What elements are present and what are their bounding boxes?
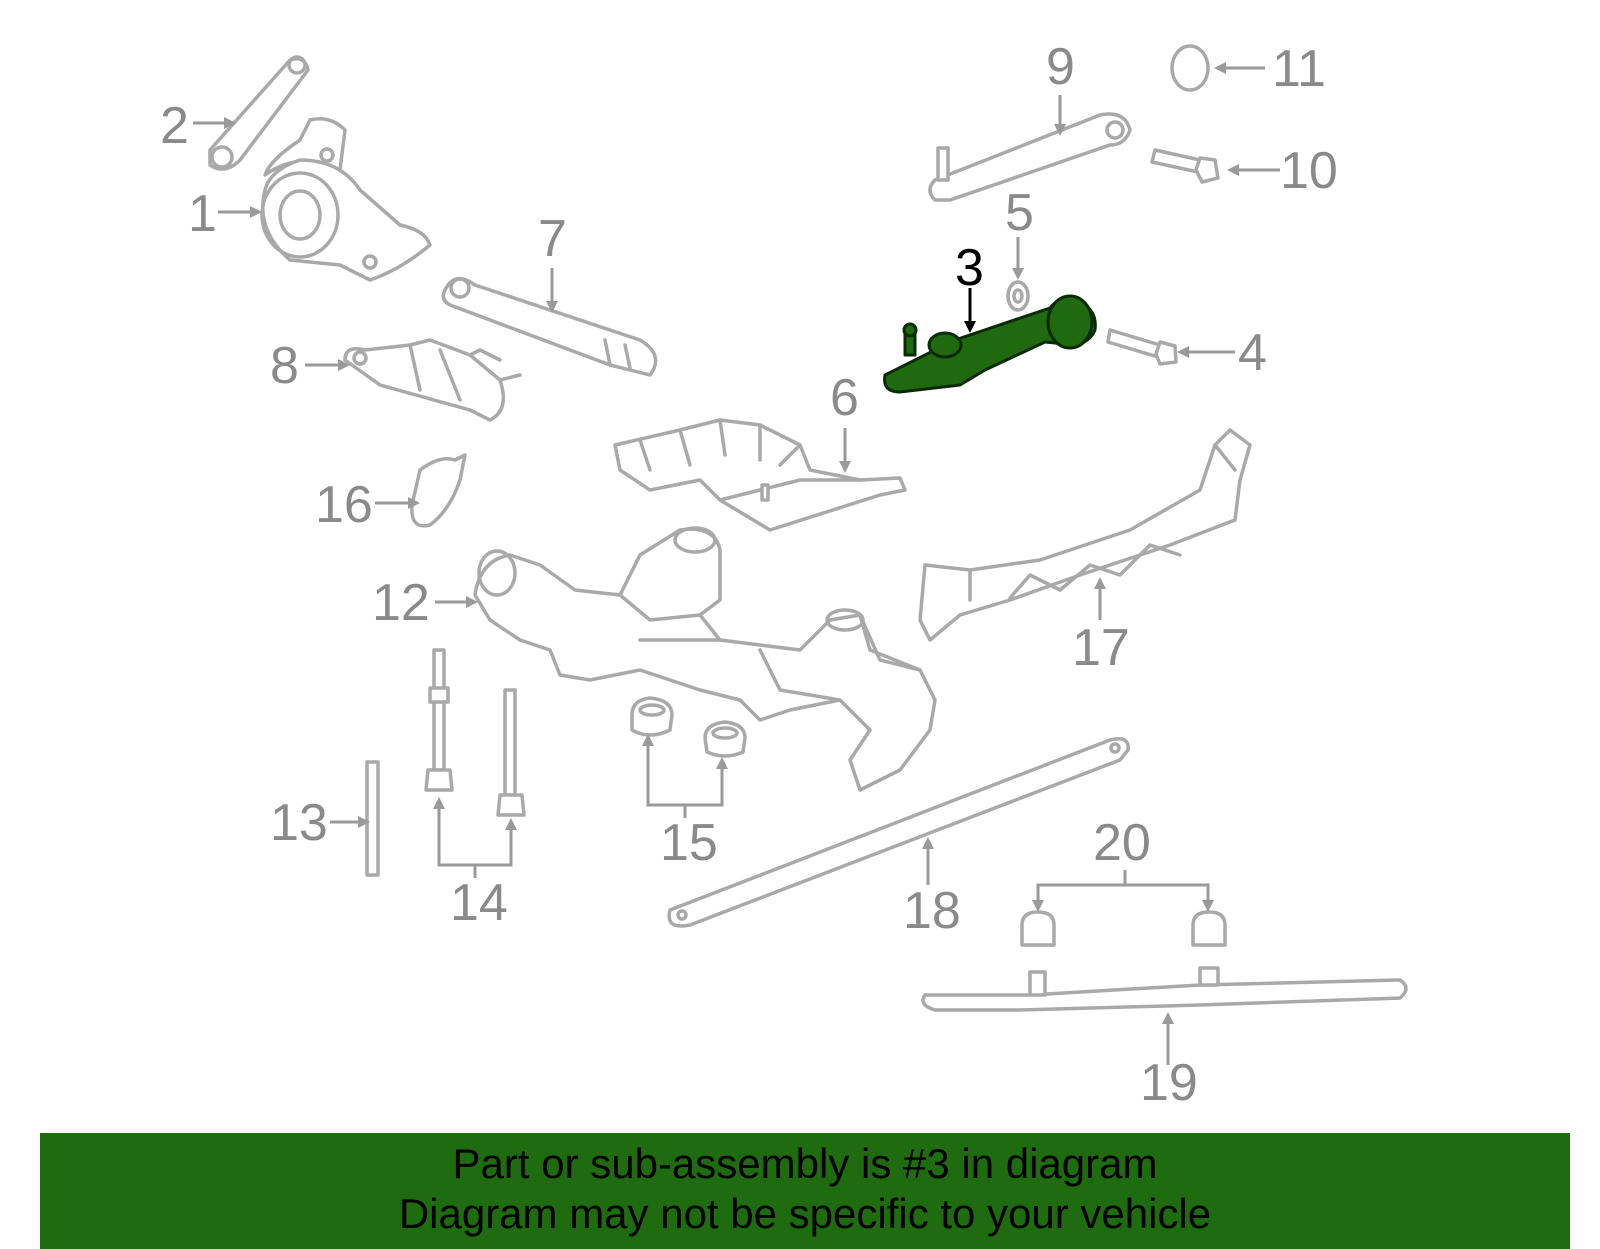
part-11-o-ring: [1170, 44, 1210, 92]
callout-10: 10: [1280, 142, 1338, 200]
callout-16: 16: [315, 476, 373, 534]
part-18-tie-bar: [667, 737, 1130, 928]
info-banner: Part or sub-assembly is #3 in diagram Di…: [40, 1133, 1570, 1249]
part-9-upper-control-arm: [928, 112, 1132, 202]
callout-labels: 1 2 3 4 5 6 7 8 9 10 11 12 13 14 15 16 1…: [160, 38, 1338, 1112]
callout-7: 7: [538, 210, 567, 268]
callout-18: 18: [903, 882, 961, 940]
part-15-mounts: [630, 696, 747, 758]
part-4-bolt: [1106, 328, 1178, 366]
callout-20: 20: [1093, 814, 1151, 872]
part-3-control-arm-highlighted: [883, 294, 1097, 394]
banner-line-2: Diagram may not be specific to your vehi…: [398, 1190, 1212, 1237]
part-17-crossmember: [918, 428, 1252, 642]
callout-17: 17: [1072, 619, 1130, 677]
part-19-lower-plate: [921, 966, 1408, 1012]
part-6-cover: [613, 418, 907, 532]
part-13-stud: [365, 760, 380, 877]
part-10-bolt: [1150, 148, 1220, 184]
callout-15: 15: [660, 814, 718, 872]
part-16-small-bracket: [410, 453, 467, 528]
part-5-washer: [1006, 280, 1030, 312]
callout-13: 13: [270, 794, 328, 852]
callout-12: 12: [372, 574, 430, 632]
callout-9: 9: [1046, 38, 1075, 96]
part-12-subframe: [473, 526, 937, 792]
callout-11: 11: [1272, 40, 1326, 98]
callout-4: 4: [1238, 324, 1267, 382]
part-2-upper-link: [208, 55, 310, 171]
part-14-long-bolts: [424, 648, 526, 817]
callout-2: 2: [160, 97, 189, 155]
callout-arrows: [193, 62, 1280, 1065]
callout-3-highlighted: 3: [955, 239, 984, 297]
part-8-bracket: [343, 338, 522, 422]
part-7-trailing-arm: [441, 276, 658, 377]
callout-19: 19: [1140, 1054, 1198, 1112]
callout-5: 5: [1005, 184, 1034, 242]
part-1-knuckle: [260, 117, 432, 282]
part-20-bump-stops: [1020, 910, 1227, 947]
banner-line-1: Part or sub-assembly is #3 in diagram: [452, 1140, 1158, 1187]
callout-6: 6: [830, 369, 859, 427]
callout-1: 1: [188, 185, 217, 243]
callout-14: 14: [450, 874, 508, 932]
callout-8: 8: [270, 337, 299, 395]
